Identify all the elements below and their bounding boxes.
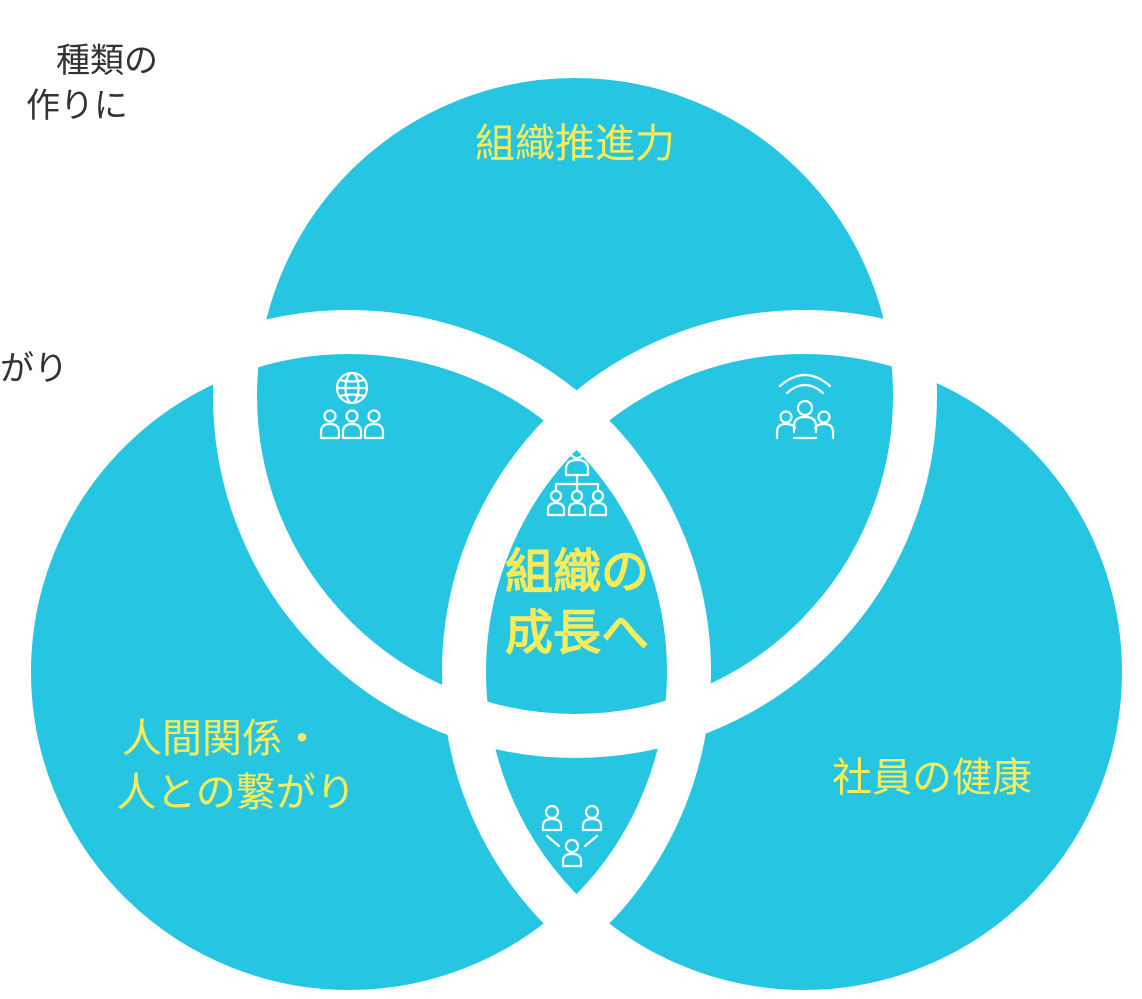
org-chart-icon: [546, 442, 608, 517]
label-left-line1: 人間関係・: [122, 716, 322, 762]
circle-employee-health: [464, 332, 1142, 999]
label-top: 組織推進力: [475, 121, 675, 167]
label-center-line1: 組織の: [505, 544, 649, 600]
team-broadcast-icon: [775, 373, 835, 440]
side-text-line-3: がり: [0, 349, 68, 389]
side-text-line-1: 種類の: [56, 41, 158, 81]
people-network-icon: [541, 804, 603, 868]
side-text-line-2: 作りに: [26, 86, 128, 126]
globe-team-icon: [319, 371, 385, 440]
label-right: 社員の健康: [832, 755, 1032, 801]
venn-segments: [9, 56, 1142, 999]
label-center-line2: 成長へ: [505, 605, 649, 661]
label-left-line2: 人との繋がり: [116, 770, 356, 816]
